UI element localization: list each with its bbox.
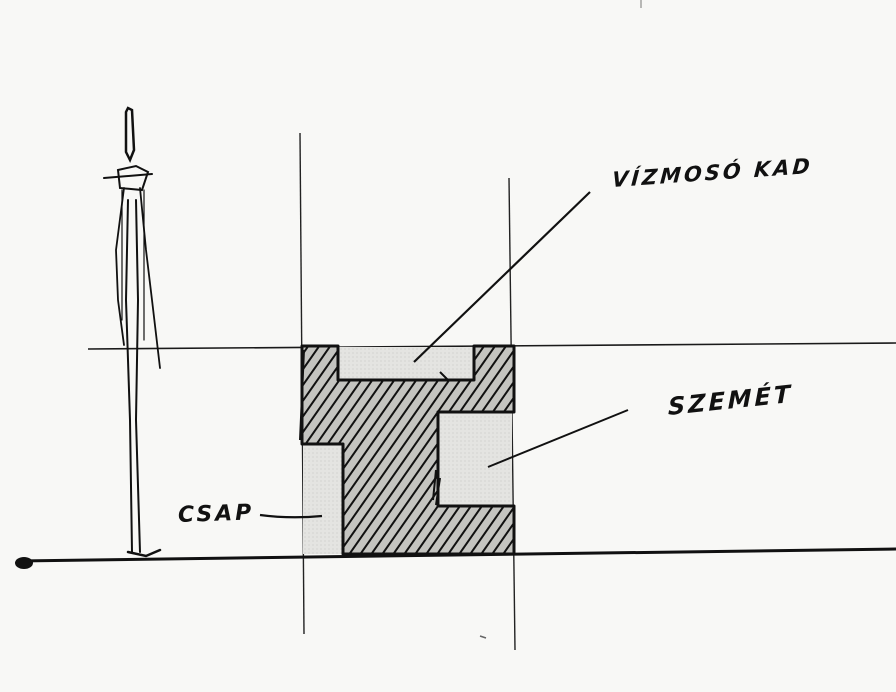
leader-line-tap [259,513,323,519]
floor-line-start-dot [15,557,33,569]
cabinet-hatched-body [300,344,516,556]
rubbish-bin-area [438,412,512,506]
leader-line-wash-basin [413,191,591,363]
cabinet-sketch-strokes [299,349,449,506]
human-scale-figure [103,106,162,558]
sink-basin-area [336,347,476,379]
label-tap: CSAP [177,500,255,528]
leader-line-rubbish [487,409,629,468]
floor-line [17,547,896,563]
stray-mark [479,635,487,639]
tap-area [303,444,343,554]
